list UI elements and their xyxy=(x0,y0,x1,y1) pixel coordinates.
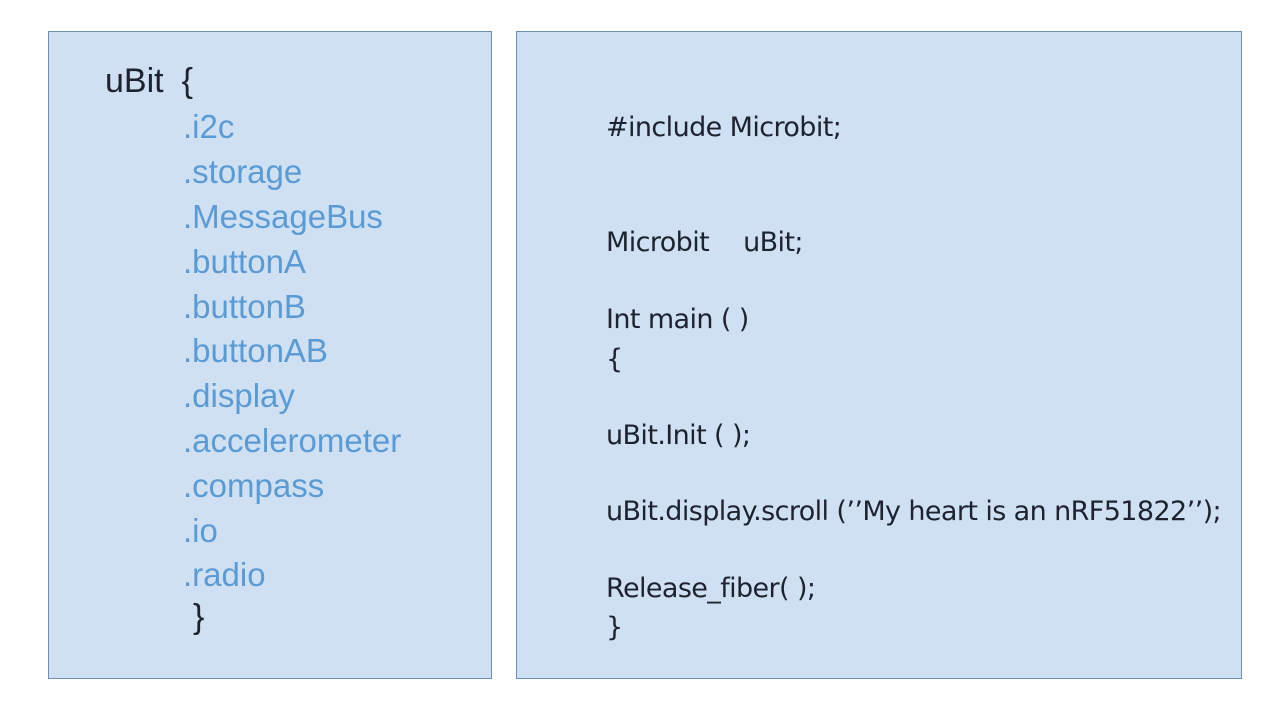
member-io: .io xyxy=(183,512,218,549)
member-buttona: .buttonA xyxy=(183,243,306,280)
struct-open-brace: { xyxy=(181,62,193,100)
code-release-call: Release_fiber( ); xyxy=(606,573,816,604)
member-i2c: .i2c xyxy=(183,108,235,145)
code-open-brace: { xyxy=(606,344,623,375)
member-messagebus: .MessageBus xyxy=(183,198,383,235)
code-scroll-call: uBit.display.scroll (’’My heart is an nR… xyxy=(606,496,1222,527)
member-radio: .radio xyxy=(183,556,266,593)
member-buttonab: .buttonAB xyxy=(183,332,328,369)
code-include-line: #include Microbit; xyxy=(606,112,842,143)
code-declaration-type: Microbit xyxy=(606,227,710,258)
member-compass: .compass xyxy=(183,467,325,504)
struct-close-brace: } xyxy=(193,598,205,636)
struct-header: uBit { xyxy=(105,64,193,98)
code-panel: #include Microbit; Microbit uBit; Int mai… xyxy=(516,31,1242,679)
code-init-call: uBit.Init ( ); xyxy=(606,420,751,451)
member-storage: .storage xyxy=(183,153,303,190)
member-buttonb: .buttonB xyxy=(183,288,306,325)
code-declaration-line: Microbit uBit; xyxy=(606,227,804,258)
struct-panel: uBit { .i2c .storage .MessageBus .buttonA… xyxy=(48,31,492,679)
member-display: .display xyxy=(183,377,295,414)
struct-name: uBit xyxy=(105,62,164,100)
code-close-brace: } xyxy=(606,612,623,643)
member-accelerometer: .accelerometer xyxy=(183,422,402,459)
code-main-signature: Int main ( ) xyxy=(606,304,749,335)
code-declaration-var: uBit; xyxy=(743,227,803,258)
